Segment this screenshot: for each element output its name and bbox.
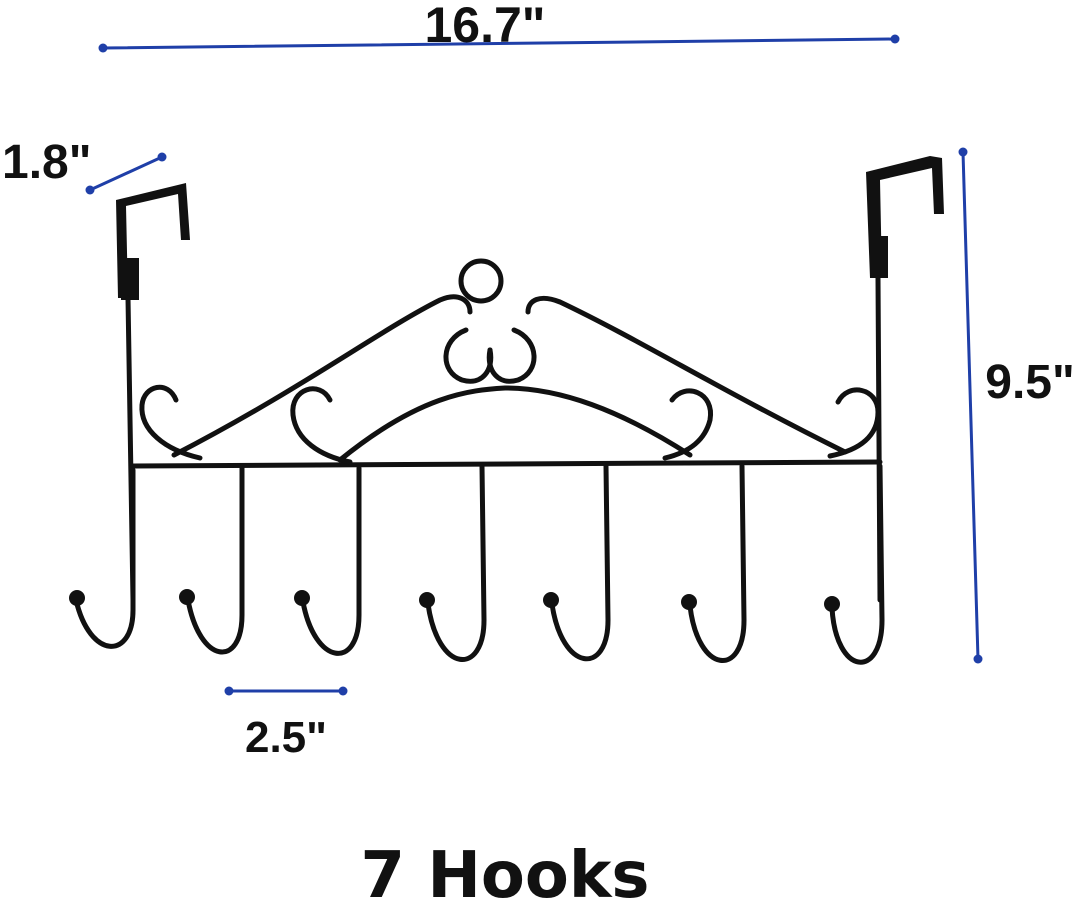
hook-spacing-dimension-end-dot	[338, 686, 348, 696]
left-door-bracket	[116, 183, 190, 603]
hook-7-ball	[824, 596, 840, 612]
height-dimension-start-dot	[958, 147, 968, 157]
width-dimension-end-dot	[890, 34, 900, 44]
width-dimension-line	[101, 37, 897, 50]
height-label: 9.5"	[985, 356, 1074, 409]
depth-dimension-line	[88, 155, 164, 192]
hook-spacing-label: 2.5"	[245, 713, 327, 762]
hook-count-caption: 7 Hooks	[361, 839, 650, 905]
height-dimension-line	[961, 150, 980, 661]
door-hook-rack	[69, 156, 944, 665]
hook-5	[543, 463, 611, 662]
width-dimension-start-dot	[98, 43, 108, 53]
horizontal-bar	[130, 459, 883, 469]
hook-spacing-dimension: 2.5"	[224, 686, 348, 762]
hook-spacing-dimension-start-dot	[224, 686, 234, 696]
decorative-scrollwork	[139, 258, 881, 465]
height-dimension: 9.5"	[958, 147, 1075, 664]
hook-4	[419, 463, 487, 662]
depth-label: 1.8"	[2, 136, 91, 189]
hook-1	[69, 467, 136, 649]
depth-dimension: 1.8"	[2, 136, 167, 195]
hook-7	[824, 463, 885, 665]
width-dimension: 16.7"	[98, 0, 900, 53]
hook-3	[294, 465, 362, 656]
width-label: 16.7"	[424, 0, 545, 53]
right-door-bracket	[866, 156, 944, 603]
hooks	[69, 463, 885, 665]
hook-2	[179, 465, 245, 655]
height-dimension-end-dot	[973, 654, 983, 664]
hook-1-ball	[69, 590, 85, 606]
hook-6-ball	[681, 594, 697, 610]
hook-3-ball	[294, 590, 310, 606]
depth-dimension-start-dot	[85, 185, 95, 195]
hook-5-ball	[543, 592, 559, 608]
hook-6	[681, 463, 747, 663]
hook-4-ball	[419, 592, 435, 608]
hook-2-ball	[179, 589, 195, 605]
depth-dimension-end-dot	[157, 152, 167, 162]
